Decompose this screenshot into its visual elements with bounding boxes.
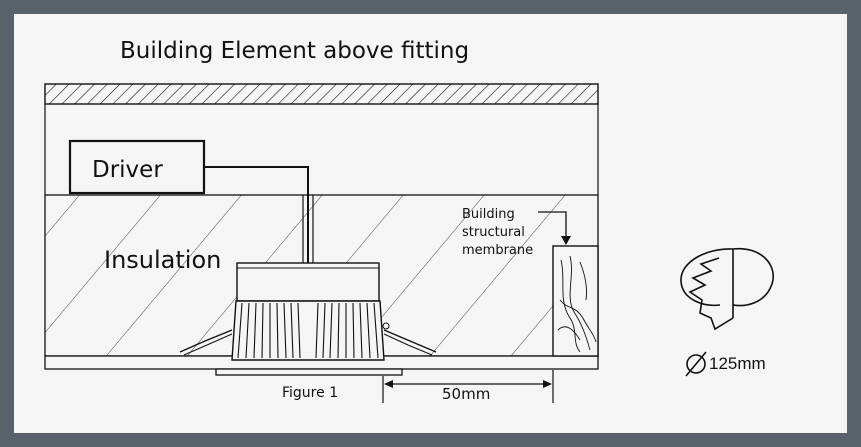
insulation-label: Insulation [104, 246, 222, 274]
figure-caption: Figure 1 [282, 385, 339, 401]
diameter-icon [685, 351, 707, 377]
clearance-dimension [382, 370, 554, 403]
membrane-label: Building structural membrane [462, 206, 533, 260]
driver-label: Driver [92, 157, 163, 183]
membrane-label-line-2: structural [462, 225, 525, 240]
downlight-fitting [179, 262, 437, 376]
diameter-label: 125mm [709, 354, 766, 373]
clearance-label: 50mm [442, 385, 491, 403]
cutout-hole-icon [680, 248, 774, 331]
membrane-label-line-3: membrane [462, 243, 534, 258]
diagram-title: Building Element above fitting [120, 38, 470, 64]
structural-membrane [552, 245, 599, 357]
building-element-slab [44, 83, 599, 105]
membrane-callout-arrow [538, 211, 571, 245]
cavity-walls [44, 104, 599, 195]
membrane-label-line-1: Building [462, 207, 515, 222]
